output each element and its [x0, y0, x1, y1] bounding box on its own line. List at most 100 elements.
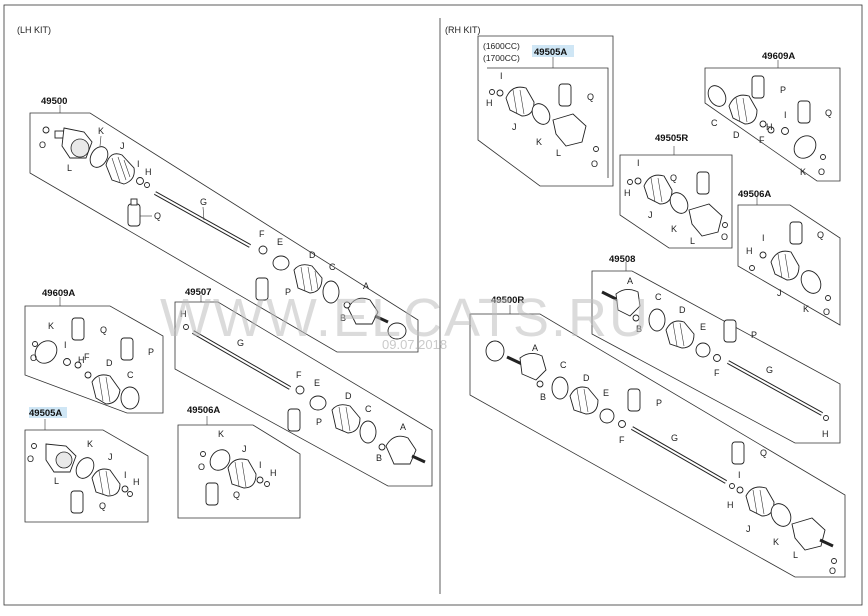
label-p: P: [751, 330, 757, 340]
pn-rh-wheel-boot[interactable]: 49609A: [762, 51, 795, 62]
rh-inner-kit-group: 49506A H I J Q K O: [737, 189, 841, 326]
label-i: I: [762, 233, 765, 243]
label-h: H: [180, 309, 187, 319]
label-i: I: [259, 460, 262, 470]
label-k: K: [536, 137, 542, 147]
watermark-date: 09.07.2018: [382, 337, 447, 352]
pn-rh-shaft[interactable]: 49500R: [491, 295, 524, 306]
lh-shaft-group: 49500 O L K J I H Q G F E: [29, 95, 419, 353]
label-q: Q: [154, 211, 161, 221]
rh-shaft-group: 49500R A B C D E F P G Q H I J K L: [469, 295, 846, 578]
pn-lh-wheel-boot[interactable]: 49609A: [42, 288, 75, 299]
label-j: J: [242, 444, 247, 454]
label-o: O: [818, 167, 825, 177]
label-f: F: [259, 229, 265, 239]
label-i: I: [137, 159, 140, 169]
label-g: G: [237, 338, 244, 348]
label-c: C: [127, 370, 134, 380]
label-j: J: [746, 524, 751, 534]
label-e: E: [314, 378, 320, 388]
bearing-e-icon: [272, 255, 290, 271]
label-j: J: [648, 210, 653, 220]
label-e: E: [603, 388, 609, 398]
lh-outer-kit-group: 49505A O L K J I H Q: [24, 407, 149, 523]
label-l: L: [793, 550, 798, 560]
lh-wheel-boot-group: 49609A K O Q P I H F D C: [24, 288, 164, 414]
label-f: F: [759, 135, 765, 145]
label-l: L: [54, 476, 59, 486]
label-o: O: [30, 353, 37, 363]
label-q: Q: [760, 448, 767, 458]
label-e: E: [700, 322, 706, 332]
label-q: Q: [233, 490, 240, 500]
label-j: J: [120, 141, 125, 151]
rh-outer-kit-group: 49505R H I J K Q L O: [619, 133, 733, 249]
rh-wheel-boot-group: 49609A C D P F H I Q K O: [704, 51, 841, 182]
label-p: P: [148, 347, 154, 357]
label-g: G: [766, 365, 773, 375]
clip-o-icon: [42, 126, 50, 134]
label-i: I: [637, 158, 640, 168]
label-b: B: [540, 392, 546, 402]
label-o: O: [591, 159, 598, 169]
lh-shaft2-group: 49507 H G F E D C A B P: [174, 284, 433, 487]
label-q: Q: [100, 325, 107, 335]
label-k: K: [800, 167, 806, 177]
label-d: D: [679, 305, 686, 315]
pn-lh-outer-kit[interactable]: 49505A: [29, 408, 62, 419]
label-q: Q: [670, 173, 677, 183]
label-c: C: [329, 262, 336, 272]
label-j: J: [108, 452, 113, 462]
label-i: I: [124, 470, 127, 480]
label-i: I: [64, 340, 67, 350]
label-p: P: [656, 398, 662, 408]
label-l: L: [67, 163, 72, 173]
pn-lh-shaft2[interactable]: 49507: [185, 287, 211, 298]
label-o: O: [27, 454, 34, 464]
label-o: O: [829, 566, 836, 576]
label-g: G: [200, 197, 207, 207]
label-h: H: [145, 167, 152, 177]
label-q: Q: [825, 108, 832, 118]
label-f: F: [296, 370, 302, 380]
label-a: A: [532, 343, 538, 353]
label-f: F: [714, 368, 720, 378]
label-f: F: [619, 435, 625, 445]
label-l: L: [556, 148, 561, 158]
label-a: A: [627, 276, 633, 286]
label-d: D: [733, 130, 740, 140]
inner-joint-a-icon: [347, 297, 379, 325]
variant-1700cc: (1700CC): [483, 53, 520, 63]
label-k: K: [671, 224, 677, 234]
pn-rh-inner-kit[interactable]: 49506A: [738, 189, 771, 200]
label-i: I: [738, 470, 741, 480]
label-g: G: [671, 433, 678, 443]
label-k: K: [803, 304, 809, 314]
label-p: P: [316, 417, 322, 427]
label-j: J: [512, 122, 517, 132]
lh-inner-kit-group: 49506A K O J I H Q: [177, 405, 301, 519]
label-c: C: [365, 404, 372, 414]
pn-rh-engine-kit[interactable]: 49505A: [534, 47, 567, 58]
label-h: H: [746, 246, 753, 256]
pn-lh-shaft[interactable]: 49500: [41, 96, 67, 107]
label-h: H: [270, 468, 277, 478]
label-d: D: [345, 391, 352, 401]
label-i: I: [500, 71, 503, 81]
ring-c-icon: [322, 280, 340, 304]
pn-rh-outer-kit[interactable]: 49505R: [655, 133, 688, 144]
pn-lh-inner-kit[interactable]: 49506A: [187, 405, 220, 416]
label-i: I: [784, 110, 787, 120]
label-c: C: [655, 292, 662, 302]
label-k: K: [48, 321, 54, 331]
lh-kit-label: (LH KIT): [17, 25, 51, 35]
outer-frame: [3, 4, 863, 606]
pn-rh-shaft2[interactable]: 49508: [609, 254, 635, 265]
label-o: O: [823, 307, 830, 317]
label-c: C: [560, 360, 567, 370]
rh-kit-label: (RH KIT): [445, 25, 481, 35]
label-h: H: [486, 98, 493, 108]
boot-j-icon: [105, 153, 135, 185]
label-k: K: [218, 429, 224, 439]
